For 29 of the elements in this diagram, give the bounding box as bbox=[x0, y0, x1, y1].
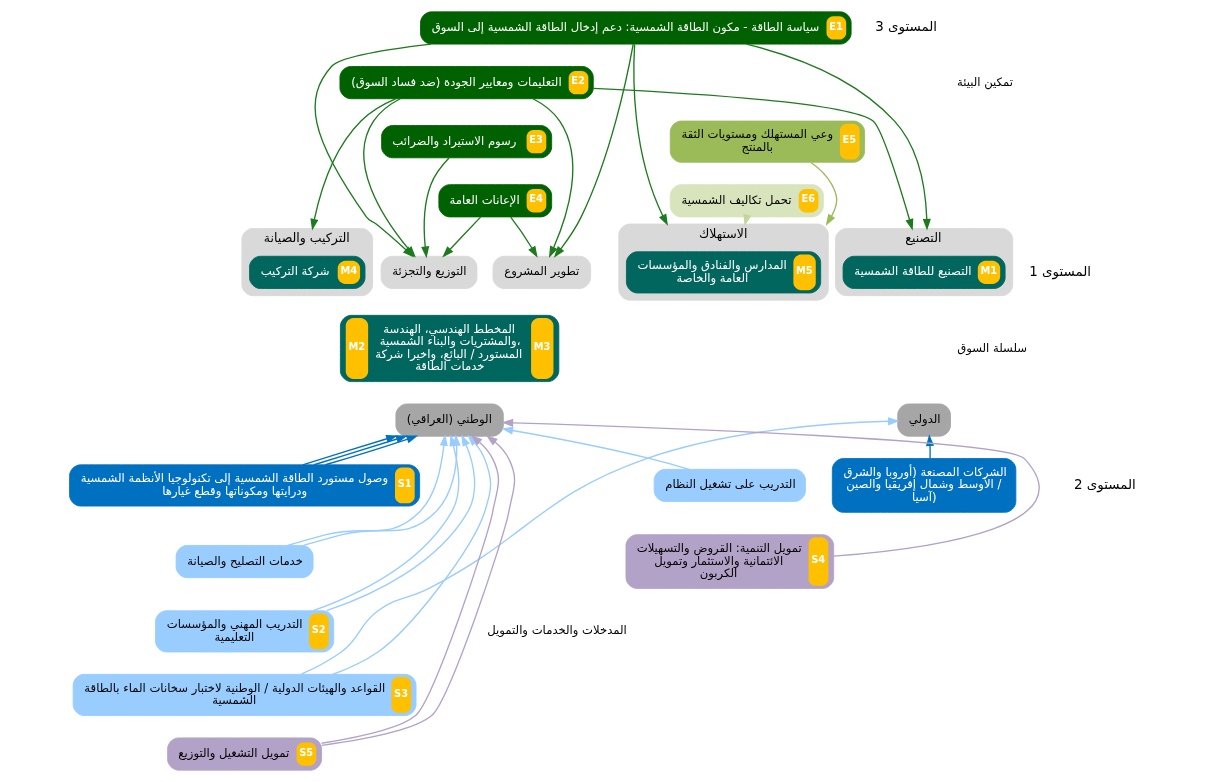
node-box: تطوير المشروع bbox=[492, 255, 592, 289]
arrow bbox=[300, 417, 900, 675]
arrow bbox=[633, 43, 668, 226]
arrow bbox=[553, 43, 634, 258]
arrow bbox=[302, 434, 398, 466]
arrow bbox=[313, 435, 408, 466]
node-box: الدولي bbox=[897, 403, 951, 437]
node-box: خدمات التصليح والصيانة bbox=[175, 544, 314, 579]
arrow bbox=[532, 98, 574, 258]
arrow bbox=[442, 216, 482, 258]
arrow bbox=[310, 98, 397, 231]
arrow bbox=[592, 87, 914, 231]
label: المدخلات والخدمات والتمويل bbox=[487, 623, 627, 638]
label: سلسلة السوق bbox=[957, 340, 1028, 355]
arrow bbox=[510, 216, 538, 258]
node-box: التدريب على تشغيل النظام bbox=[653, 468, 806, 502]
node-box: الشركات المصنعة (أوروبا والشرق الأوسط وشمال إفريقيا والصين / آسيا) bbox=[831, 458, 1017, 513]
label: المستوى 2 bbox=[1074, 476, 1136, 492]
label: المستوى 1 bbox=[1029, 263, 1092, 279]
label: المستوى 3 bbox=[875, 19, 938, 35]
arrow bbox=[324, 435, 419, 466]
label: تمكين البيئة bbox=[956, 74, 1013, 89]
node-box: التوزيع والتجزئة bbox=[380, 255, 478, 289]
arrow bbox=[810, 161, 838, 226]
arrow bbox=[501, 418, 1040, 557]
arrow bbox=[421, 157, 450, 259]
node-box: الوطني (العراقي) bbox=[395, 403, 504, 437]
arrow bbox=[501, 426, 690, 470]
arrow bbox=[287, 434, 448, 547]
